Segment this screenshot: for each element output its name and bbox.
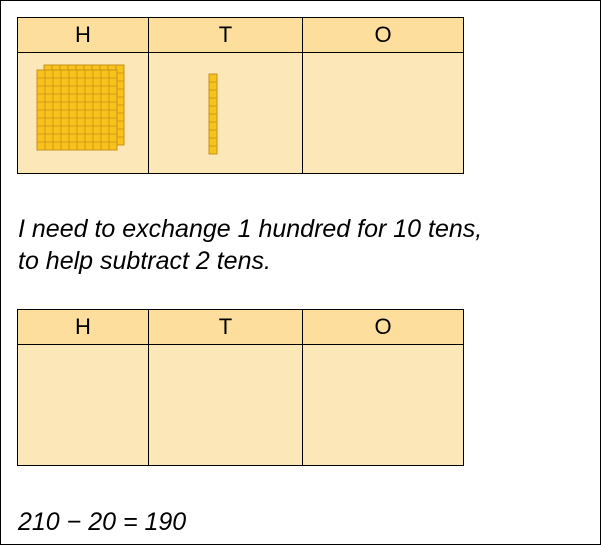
table-2-header-row — [18, 310, 463, 345]
ten-rod — [208, 73, 218, 155]
table-1-divider — [148, 18, 149, 173]
table-2-header-ones: O — [374, 314, 392, 339]
exchange-caption-line-1: I need to exchange 1 hundred for 10 tens… — [18, 215, 483, 243]
table-1-header-tens: T — [218, 22, 233, 47]
table-1-header-hundreds: H — [75, 22, 91, 47]
table-1-header-row — [18, 18, 463, 53]
place-value-table-2: H T O — [17, 309, 464, 466]
table-2-header-hundreds: H — [75, 314, 91, 339]
table-2-divider — [148, 310, 149, 465]
table-2-header-tens: T — [218, 314, 233, 339]
exchange-caption-line-2: to help subtract 2 tens. — [18, 247, 271, 275]
equation: 210 − 20 = 190 — [18, 508, 187, 536]
table-1-divider — [302, 18, 303, 173]
table-1-header-ones: O — [374, 22, 392, 47]
table-2-divider — [302, 310, 303, 465]
hundred-flat — [36, 69, 118, 151]
